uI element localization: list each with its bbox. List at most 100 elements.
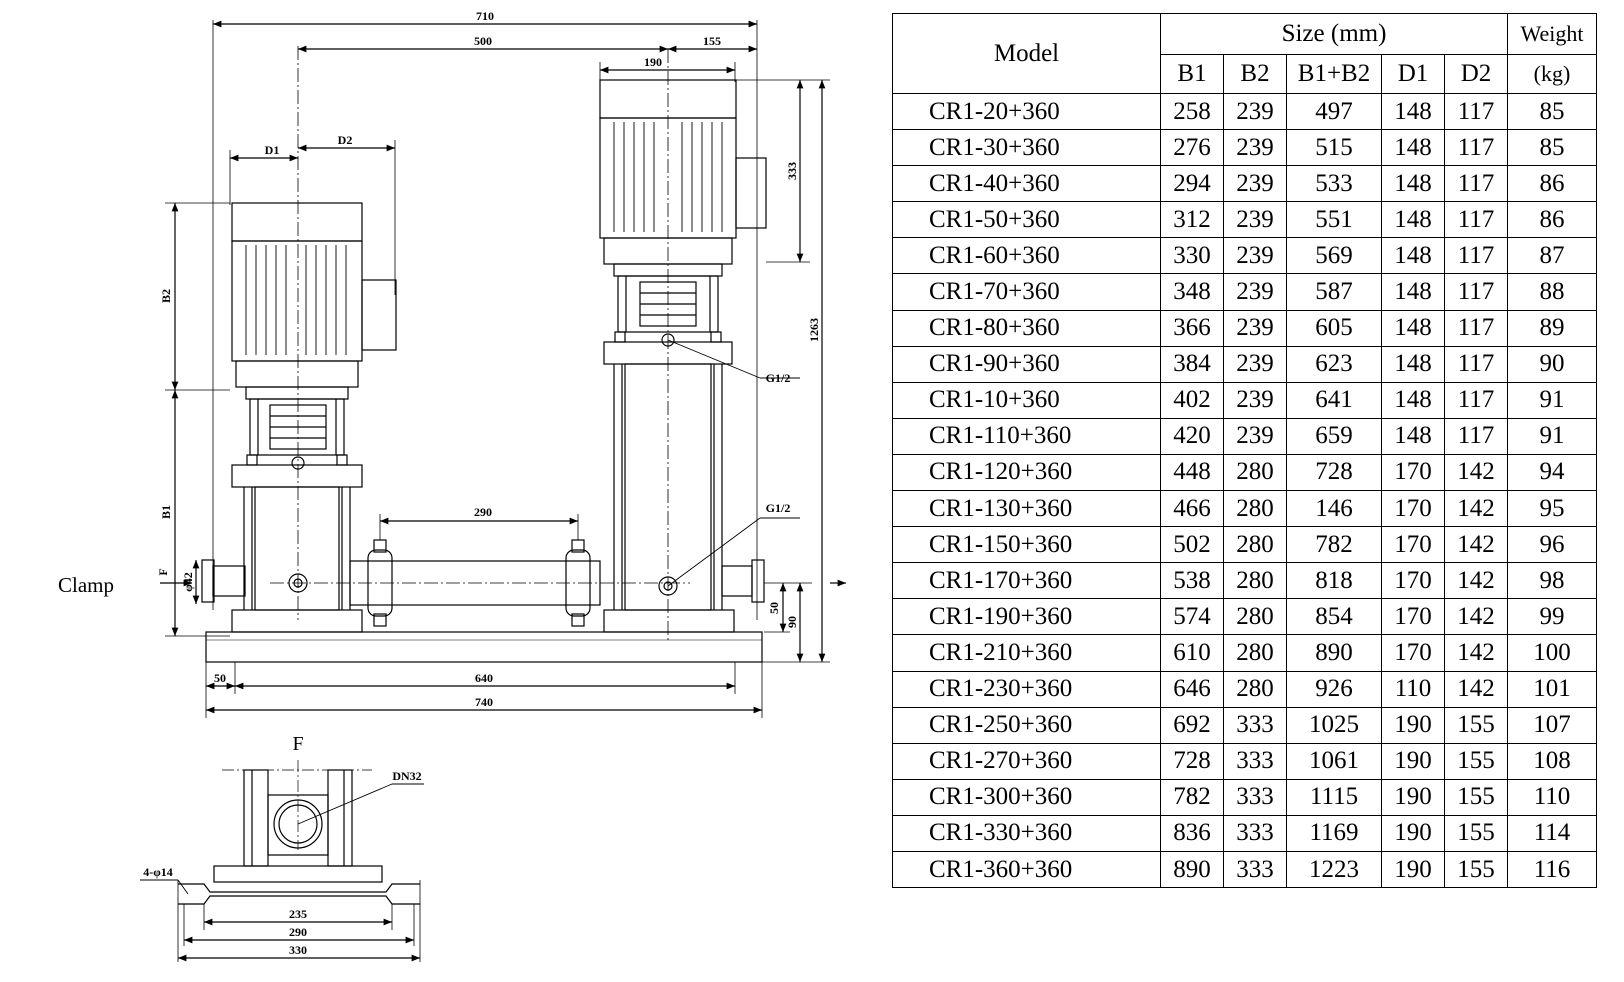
header-d1: D1 xyxy=(1381,54,1445,94)
dim-h50: 50 xyxy=(767,602,781,614)
cell-model: CR1-50+360 xyxy=(892,201,1161,239)
cell-b1: 466 xyxy=(1160,490,1224,528)
cell-b2: 333 xyxy=(1223,742,1287,780)
cell-b2: 239 xyxy=(1223,237,1287,275)
cell-b1-b2: 587 xyxy=(1286,273,1382,311)
cell-b1: 366 xyxy=(1160,309,1224,347)
header-weight: Weight xyxy=(1507,13,1597,55)
cell-b2: 280 xyxy=(1223,670,1287,708)
cell-weight: 86 xyxy=(1507,201,1597,239)
cell-d2: 117 xyxy=(1444,309,1508,347)
cell-b1: 448 xyxy=(1160,453,1224,492)
dim-foot-235: 235 xyxy=(289,907,307,921)
cell-d1: 170 xyxy=(1381,634,1445,672)
cell-d2: 155 xyxy=(1444,778,1508,816)
dim-dn: DN32 xyxy=(392,769,421,783)
cell-d2: 142 xyxy=(1444,453,1508,492)
cell-model: CR1-110+360 xyxy=(892,417,1161,455)
cell-d1: 148 xyxy=(1381,237,1445,275)
cell-model: CR1-130+360 xyxy=(892,490,1161,528)
cell-model: CR1-270+360 xyxy=(892,742,1161,780)
cell-b1: 692 xyxy=(1160,706,1224,744)
cell-b1: 420 xyxy=(1160,417,1224,455)
cell-b1-b2: 497 xyxy=(1286,92,1382,131)
cell-b2: 280 xyxy=(1223,453,1287,492)
cell-model: CR1-70+360 xyxy=(892,273,1161,311)
spec-table: Model Size (mm) Weight B1 B2 B1+B2 D1 D2… xyxy=(892,13,1597,889)
dim-h90: 90 xyxy=(785,616,799,628)
cell-d2: 117 xyxy=(1444,417,1508,455)
cell-model: CR1-60+360 xyxy=(892,237,1161,275)
cell-d1: 148 xyxy=(1381,309,1445,347)
cell-b1-b2: 515 xyxy=(1286,129,1382,167)
header-b1-b2: B1+B2 xyxy=(1286,54,1382,94)
cell-weight: 108 xyxy=(1507,742,1597,780)
cell-b1: 258 xyxy=(1160,92,1224,131)
cell-d1: 148 xyxy=(1381,92,1445,131)
cell-weight: 100 xyxy=(1507,634,1597,672)
dim-holes: 4-φ14 xyxy=(143,865,172,879)
cell-d1: 170 xyxy=(1381,598,1445,636)
dim-b2: B2 xyxy=(159,289,173,303)
cell-b1: 538 xyxy=(1160,562,1224,600)
cell-b1-b2: 623 xyxy=(1286,345,1382,383)
cell-weight: 86 xyxy=(1507,165,1597,203)
cell-weight: 87 xyxy=(1507,237,1597,275)
cell-b1-b2: 551 xyxy=(1286,201,1382,239)
cell-b2: 280 xyxy=(1223,526,1287,564)
cell-b1: 646 xyxy=(1160,670,1224,708)
cell-b2: 239 xyxy=(1223,417,1287,455)
dim-b1: B1 xyxy=(159,505,173,519)
cell-b1: 402 xyxy=(1160,381,1224,419)
cell-b2: 239 xyxy=(1223,381,1287,419)
header-size: Size (mm) xyxy=(1160,13,1508,55)
cell-b1-b2: 659 xyxy=(1286,417,1382,455)
cell-b2: 280 xyxy=(1223,634,1287,672)
cell-weight: 107 xyxy=(1507,706,1597,744)
cell-d2: 142 xyxy=(1444,598,1508,636)
cell-d2: 117 xyxy=(1444,381,1508,419)
cell-b1-b2: 818 xyxy=(1286,562,1382,600)
header-d2: D2 xyxy=(1444,54,1508,94)
dim-motor-height: 333 xyxy=(785,162,799,180)
header-b1: B1 xyxy=(1160,54,1224,94)
cell-b1-b2: 854 xyxy=(1286,598,1382,636)
cell-model: CR1-150+360 xyxy=(892,526,1161,564)
cell-b1: 728 xyxy=(1160,742,1224,780)
cell-d2: 142 xyxy=(1444,490,1508,528)
dim-right-offset: 155 xyxy=(703,34,721,48)
cell-b2: 333 xyxy=(1223,706,1287,744)
cell-weight: 110 xyxy=(1507,778,1597,816)
cell-d1: 170 xyxy=(1381,562,1445,600)
cell-b2: 280 xyxy=(1223,598,1287,636)
cell-d2: 117 xyxy=(1444,345,1508,383)
cell-b1: 890 xyxy=(1160,850,1224,889)
cell-model: CR1-10+360 xyxy=(892,381,1161,419)
cell-weight: 91 xyxy=(1507,417,1597,455)
cell-b1: 330 xyxy=(1160,237,1224,275)
cell-b2: 280 xyxy=(1223,562,1287,600)
cell-d1: 148 xyxy=(1381,417,1445,455)
cell-d1: 190 xyxy=(1381,778,1445,816)
cell-b2: 333 xyxy=(1223,778,1287,816)
cell-model: CR1-360+360 xyxy=(892,850,1161,889)
cell-d1: 190 xyxy=(1381,850,1445,889)
cell-d2: 142 xyxy=(1444,526,1508,564)
header-model: Model xyxy=(892,13,1161,94)
cell-d1: 170 xyxy=(1381,490,1445,528)
cell-d2: 117 xyxy=(1444,237,1508,275)
cell-model: CR1-210+360 xyxy=(892,634,1161,672)
